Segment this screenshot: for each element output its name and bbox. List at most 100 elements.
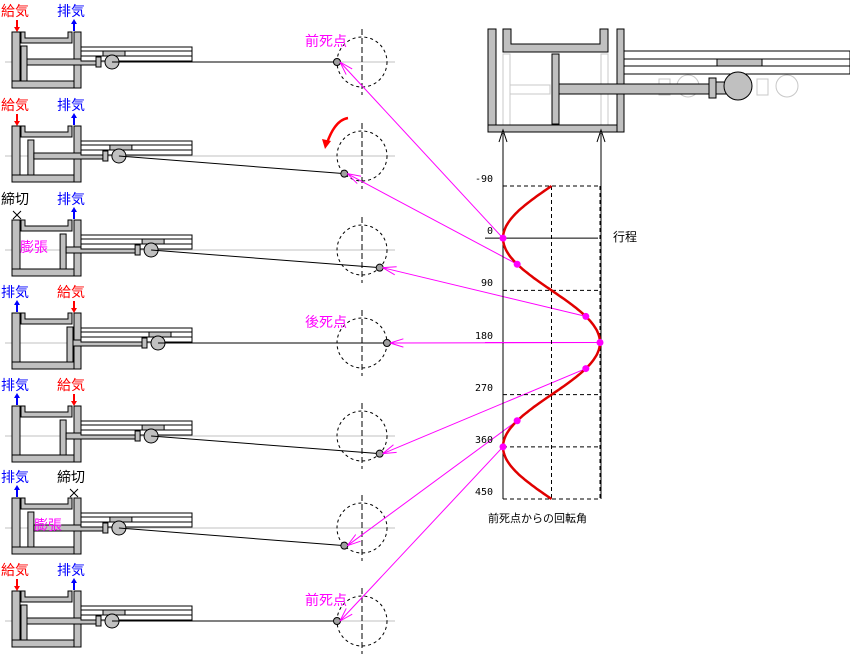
- projection-arrowhead-icon: [346, 534, 361, 547]
- crank-circle: [336, 410, 388, 462]
- engine-row-4: [5, 300, 601, 376]
- crank-circle: [336, 224, 388, 276]
- y-tick-label: 450: [475, 487, 494, 498]
- crank-pin: [383, 339, 391, 347]
- piston: [20, 45, 28, 82]
- rotation-direction-arrow-icon: [325, 116, 349, 144]
- valve-chest: [20, 31, 73, 44]
- crank-pin: [375, 449, 384, 458]
- supply-label: 給気: [1, 98, 29, 114]
- crosshead: [102, 522, 109, 534]
- valve-chest: [502, 28, 609, 53]
- guide-bars: [80, 140, 193, 156]
- stroke-limit-arrow-icon: [498, 128, 508, 143]
- ghost-rod: [509, 84, 551, 95]
- cylinder-left-wall: [11, 31, 21, 89]
- piston: [27, 511, 35, 548]
- supply-label: 給気: [57, 378, 85, 394]
- y-tick-label: -90: [475, 174, 494, 185]
- x-axis-label: 行程: [613, 230, 638, 245]
- supply-arrow-head-icon: [14, 586, 20, 591]
- y-tick-label: 180: [475, 330, 494, 342]
- cylinder-bottom-wall: [11, 268, 82, 277]
- supply-arrow-head-icon: [71, 401, 77, 406]
- cylinder-bottom-wall: [11, 454, 82, 463]
- cylinder-bottom-wall: [487, 124, 625, 133]
- engine-row-6: [5, 420, 518, 561]
- expansion-label: 膨張: [34, 518, 62, 534]
- crank-pin: [340, 169, 349, 178]
- exhaust-label: 排気: [1, 285, 29, 301]
- dead-point-label: 前死点: [305, 593, 347, 609]
- connecting-rod: [151, 249, 380, 269]
- data-point: [513, 260, 521, 268]
- engine-row-7: [5, 446, 504, 654]
- cylinder-left-wall: [487, 28, 497, 133]
- crosshead-pin: [723, 71, 753, 101]
- engine-row-2: [5, 113, 518, 265]
- cylinder-left-wall: [11, 312, 21, 370]
- data-point: [596, 339, 604, 346]
- data-point: [582, 365, 590, 373]
- engine-row-1: [5, 19, 504, 239]
- guide-bars: [80, 327, 193, 343]
- projection-arrowhead-icon: [389, 338, 404, 348]
- exhaust-arrow-head-icon: [14, 485, 20, 490]
- crank-circle: [336, 130, 388, 182]
- supply-label: 給気: [1, 563, 29, 579]
- valve-chest: [20, 219, 73, 232]
- cylinder-left-wall: [11, 405, 21, 463]
- y-tick-label: 90: [481, 278, 494, 290]
- data-point: [513, 417, 521, 425]
- crosshead: [708, 77, 717, 99]
- supply-label: 給気: [57, 285, 85, 301]
- crosshead: [95, 615, 102, 627]
- projection-arrowhead-icon: [339, 61, 353, 75]
- exhaust-arrow-head-icon: [71, 578, 77, 583]
- cylinder-bottom-wall: [11, 80, 82, 89]
- ghost-wheel: [775, 74, 799, 98]
- projection-arrowhead-icon: [339, 608, 353, 622]
- exhaust-arrow-head-icon: [14, 393, 20, 398]
- crosshead: [134, 430, 141, 442]
- valve-chest: [20, 590, 73, 603]
- exhaust-label: 排気: [1, 470, 29, 486]
- piston: [27, 139, 35, 176]
- connecting-rod: [118, 527, 345, 547]
- cutoff-x-icon: [12, 210, 22, 220]
- crosshead: [102, 150, 109, 162]
- valve-chest: [20, 312, 73, 325]
- connecting-rod: [151, 435, 380, 455]
- exhaust-arrow-head-icon: [71, 207, 77, 212]
- cylinder-bottom-wall: [11, 361, 82, 370]
- crosshead: [95, 56, 102, 68]
- exhaust-label: 排気: [57, 4, 85, 20]
- data-point: [499, 443, 507, 451]
- crank-pin: [333, 58, 341, 66]
- exhaust-arrow-head-icon: [71, 19, 77, 24]
- stroke-angle-chart: [485, 184, 604, 501]
- piston: [59, 233, 67, 270]
- reference-engine: [487, 28, 850, 499]
- dead-point-label: 後死点: [305, 315, 347, 331]
- crank-pin: [333, 617, 341, 625]
- exhaust-arrow-head-icon: [14, 300, 20, 305]
- engine-row-5: [5, 368, 587, 469]
- cutoff-label: 締切: [1, 192, 29, 208]
- cylinder-left-wall: [11, 125, 21, 183]
- piston: [66, 326, 74, 363]
- exhaust-arrow-head-icon: [71, 113, 77, 118]
- projection-arrowhead-icon: [346, 173, 362, 184]
- expansion-label: 膨張: [20, 240, 48, 256]
- supply-arrow-head-icon: [14, 121, 20, 126]
- supply-arrow-head-icon: [71, 308, 77, 313]
- projection-line: [347, 420, 518, 547]
- valve-chest: [20, 497, 73, 510]
- dead-point-label: 前死点: [305, 34, 347, 50]
- exhaust-label: 排気: [1, 378, 29, 394]
- crosshead: [134, 244, 141, 256]
- exhaust-label: 排気: [57, 192, 85, 208]
- cutoff-label: 締切: [57, 470, 85, 486]
- cylinder-left-wall: [11, 497, 21, 555]
